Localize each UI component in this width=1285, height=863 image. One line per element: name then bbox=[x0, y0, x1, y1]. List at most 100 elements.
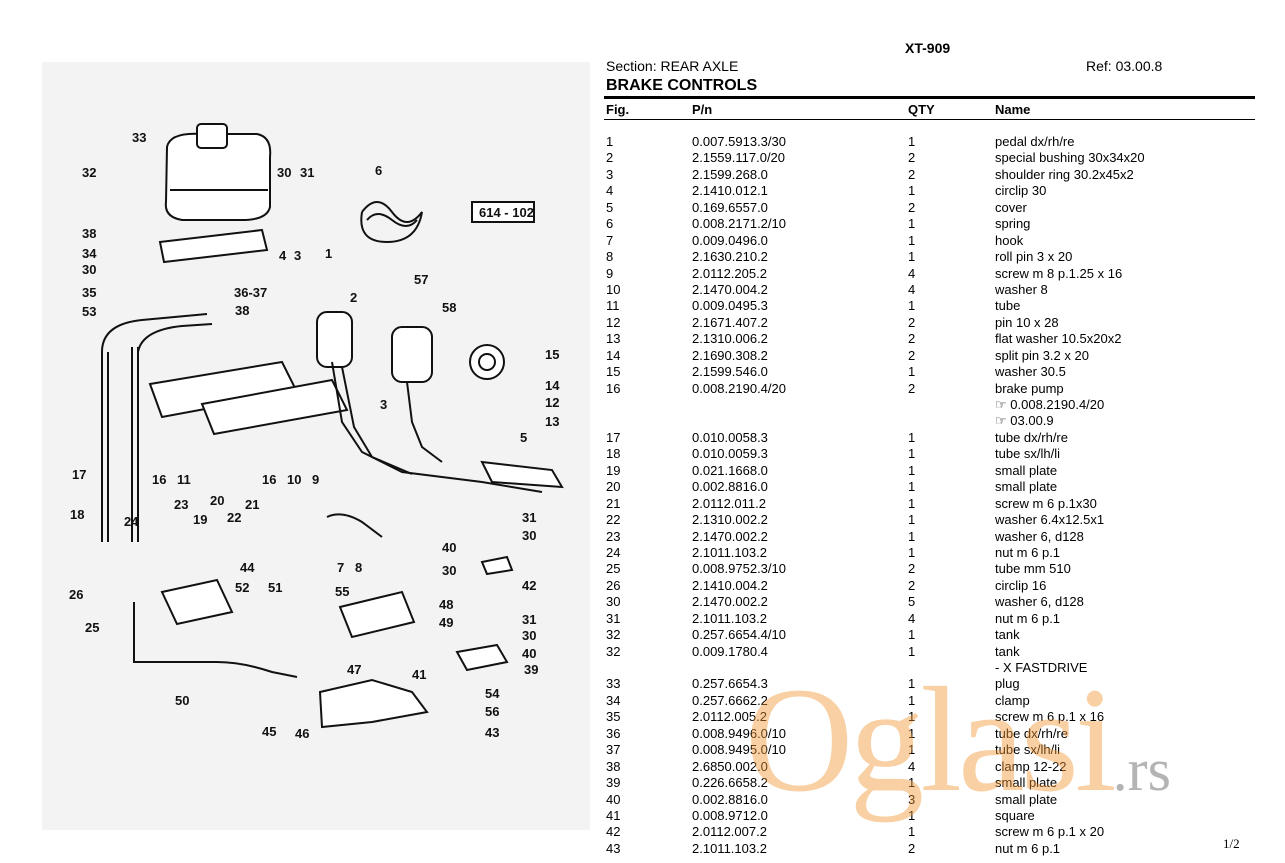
part-qty: 2 bbox=[908, 314, 916, 330]
callout-label: 21 bbox=[245, 497, 259, 512]
part-name: nut m 6 p.1 bbox=[995, 840, 1061, 856]
column-name: Name bbox=[995, 102, 1031, 117]
callout-label: 13 bbox=[545, 414, 559, 429]
part-qty: 1 bbox=[908, 429, 916, 445]
part-fig: 23 bbox=[606, 528, 621, 544]
part-fig: 10 bbox=[606, 281, 621, 297]
part-name: small plate bbox=[995, 775, 1058, 791]
part-fig: 17 bbox=[606, 429, 621, 445]
part-fig: 40 bbox=[606, 791, 621, 807]
callout-label: 56 bbox=[485, 704, 499, 719]
callout-label: 30 bbox=[82, 262, 96, 277]
part-name: small plate bbox=[995, 462, 1058, 478]
part-fig: 8 bbox=[606, 249, 614, 265]
callout-label: 31 bbox=[522, 612, 536, 627]
callout-label: 16 bbox=[152, 472, 166, 487]
part-fig: 24 bbox=[606, 544, 621, 560]
table-row: ☞ 0.008.2190.4/20 bbox=[606, 397, 1246, 413]
part-number: 0.257.6662.2 bbox=[692, 692, 768, 708]
part-qty: 2 bbox=[908, 347, 916, 363]
part-qty: 1 bbox=[908, 643, 916, 659]
part-qty: 1 bbox=[908, 134, 916, 149]
part-fig: 21 bbox=[606, 495, 621, 511]
part-number: 0.008.2171.2/10 bbox=[692, 216, 786, 232]
callout-label: 30 bbox=[522, 528, 536, 543]
part-number: 2.1559.117.0/20 bbox=[692, 150, 786, 166]
callout-label: 49 bbox=[439, 615, 453, 630]
part-number: 2.0112.007.2 bbox=[692, 824, 767, 840]
part-number: 0.226.6658.2 bbox=[692, 775, 768, 791]
part-fig: 36 bbox=[606, 725, 621, 741]
callout-label: 6 bbox=[375, 163, 382, 178]
part-name: plug bbox=[995, 676, 1020, 692]
page-number: 1/2 bbox=[1223, 836, 1240, 851]
part-name: split pin 3.2 x 20 bbox=[995, 347, 1089, 363]
page-title: BRAKE CONTROLS bbox=[606, 77, 758, 94]
part-qty: 4 bbox=[908, 758, 916, 774]
part-qty: 4 bbox=[908, 281, 916, 297]
part-fig: 31 bbox=[606, 610, 621, 626]
callout-label: 50 bbox=[175, 693, 189, 708]
part-number: 2.6850.002.0 bbox=[692, 758, 768, 774]
callout-label: 23 bbox=[174, 497, 188, 512]
callout-label: 8 bbox=[355, 560, 362, 575]
part-qty: 1 bbox=[908, 807, 916, 823]
part-name: washer 6.4x12.5x1 bbox=[995, 512, 1105, 528]
callout-label: 35 bbox=[82, 285, 96, 300]
callout-label: 48 bbox=[439, 597, 453, 612]
callout-label: 11 bbox=[177, 472, 191, 487]
part-fig: 26 bbox=[606, 577, 621, 593]
part-name: tube mm 510 bbox=[995, 561, 1071, 577]
callout-label: 41 bbox=[412, 667, 426, 682]
part-number: 2.1470.002.2 bbox=[692, 528, 768, 544]
part-fig: 9 bbox=[606, 265, 614, 281]
callout-label: 16 bbox=[262, 472, 276, 487]
part-qty: 1 bbox=[908, 775, 916, 791]
part-qty: 2 bbox=[908, 840, 916, 856]
callout-label: 46 bbox=[295, 726, 309, 741]
part-number: 0.009.1780.4 bbox=[692, 643, 768, 659]
callout-label: 44 bbox=[240, 560, 255, 575]
part-number: 0.002.8816.0 bbox=[692, 791, 768, 807]
part-name: nut m 6 p.1 bbox=[995, 610, 1061, 626]
callout-label: 9 bbox=[312, 472, 319, 487]
parts-table-header: Fig. P/n QTY Name bbox=[604, 96, 1255, 120]
callout-label: 10 bbox=[287, 472, 301, 487]
part-qty: 1 bbox=[908, 824, 916, 840]
part-name: washer 6, d128 bbox=[995, 594, 1084, 610]
part-number: 2.1011.103.2 bbox=[692, 610, 767, 626]
part-fig: 6 bbox=[606, 216, 614, 232]
part-number: 2.1630.210.2 bbox=[692, 249, 768, 265]
part-number: 0.008.9752.3/10 bbox=[692, 561, 786, 577]
part-fig: 13 bbox=[606, 331, 621, 347]
callout-label: 32 bbox=[82, 165, 96, 180]
part-qty: 1 bbox=[908, 462, 916, 478]
part-name: screw m 6 p.1x30 bbox=[995, 495, 1097, 511]
part-number: 0.257.6654.3 bbox=[692, 676, 768, 692]
part-qty: 2 bbox=[908, 331, 916, 347]
part-name: tube dx/rh/re bbox=[995, 429, 1068, 445]
part-number: 0.002.8816.0 bbox=[692, 479, 768, 495]
part-number: 0.010.0059.3 bbox=[692, 446, 768, 462]
part-fig: 12 bbox=[606, 314, 621, 330]
part-name: special bushing 30x34x20 bbox=[995, 150, 1145, 166]
column-fig: Fig. bbox=[606, 102, 630, 117]
part-qty: 2 bbox=[908, 577, 916, 593]
part-qty: 1 bbox=[908, 512, 916, 528]
part-fig: 3 bbox=[606, 166, 614, 182]
callout-label: 3 bbox=[294, 248, 301, 263]
column-pn: P/n bbox=[692, 102, 713, 117]
part-number: 0.009.0495.3 bbox=[692, 298, 768, 314]
